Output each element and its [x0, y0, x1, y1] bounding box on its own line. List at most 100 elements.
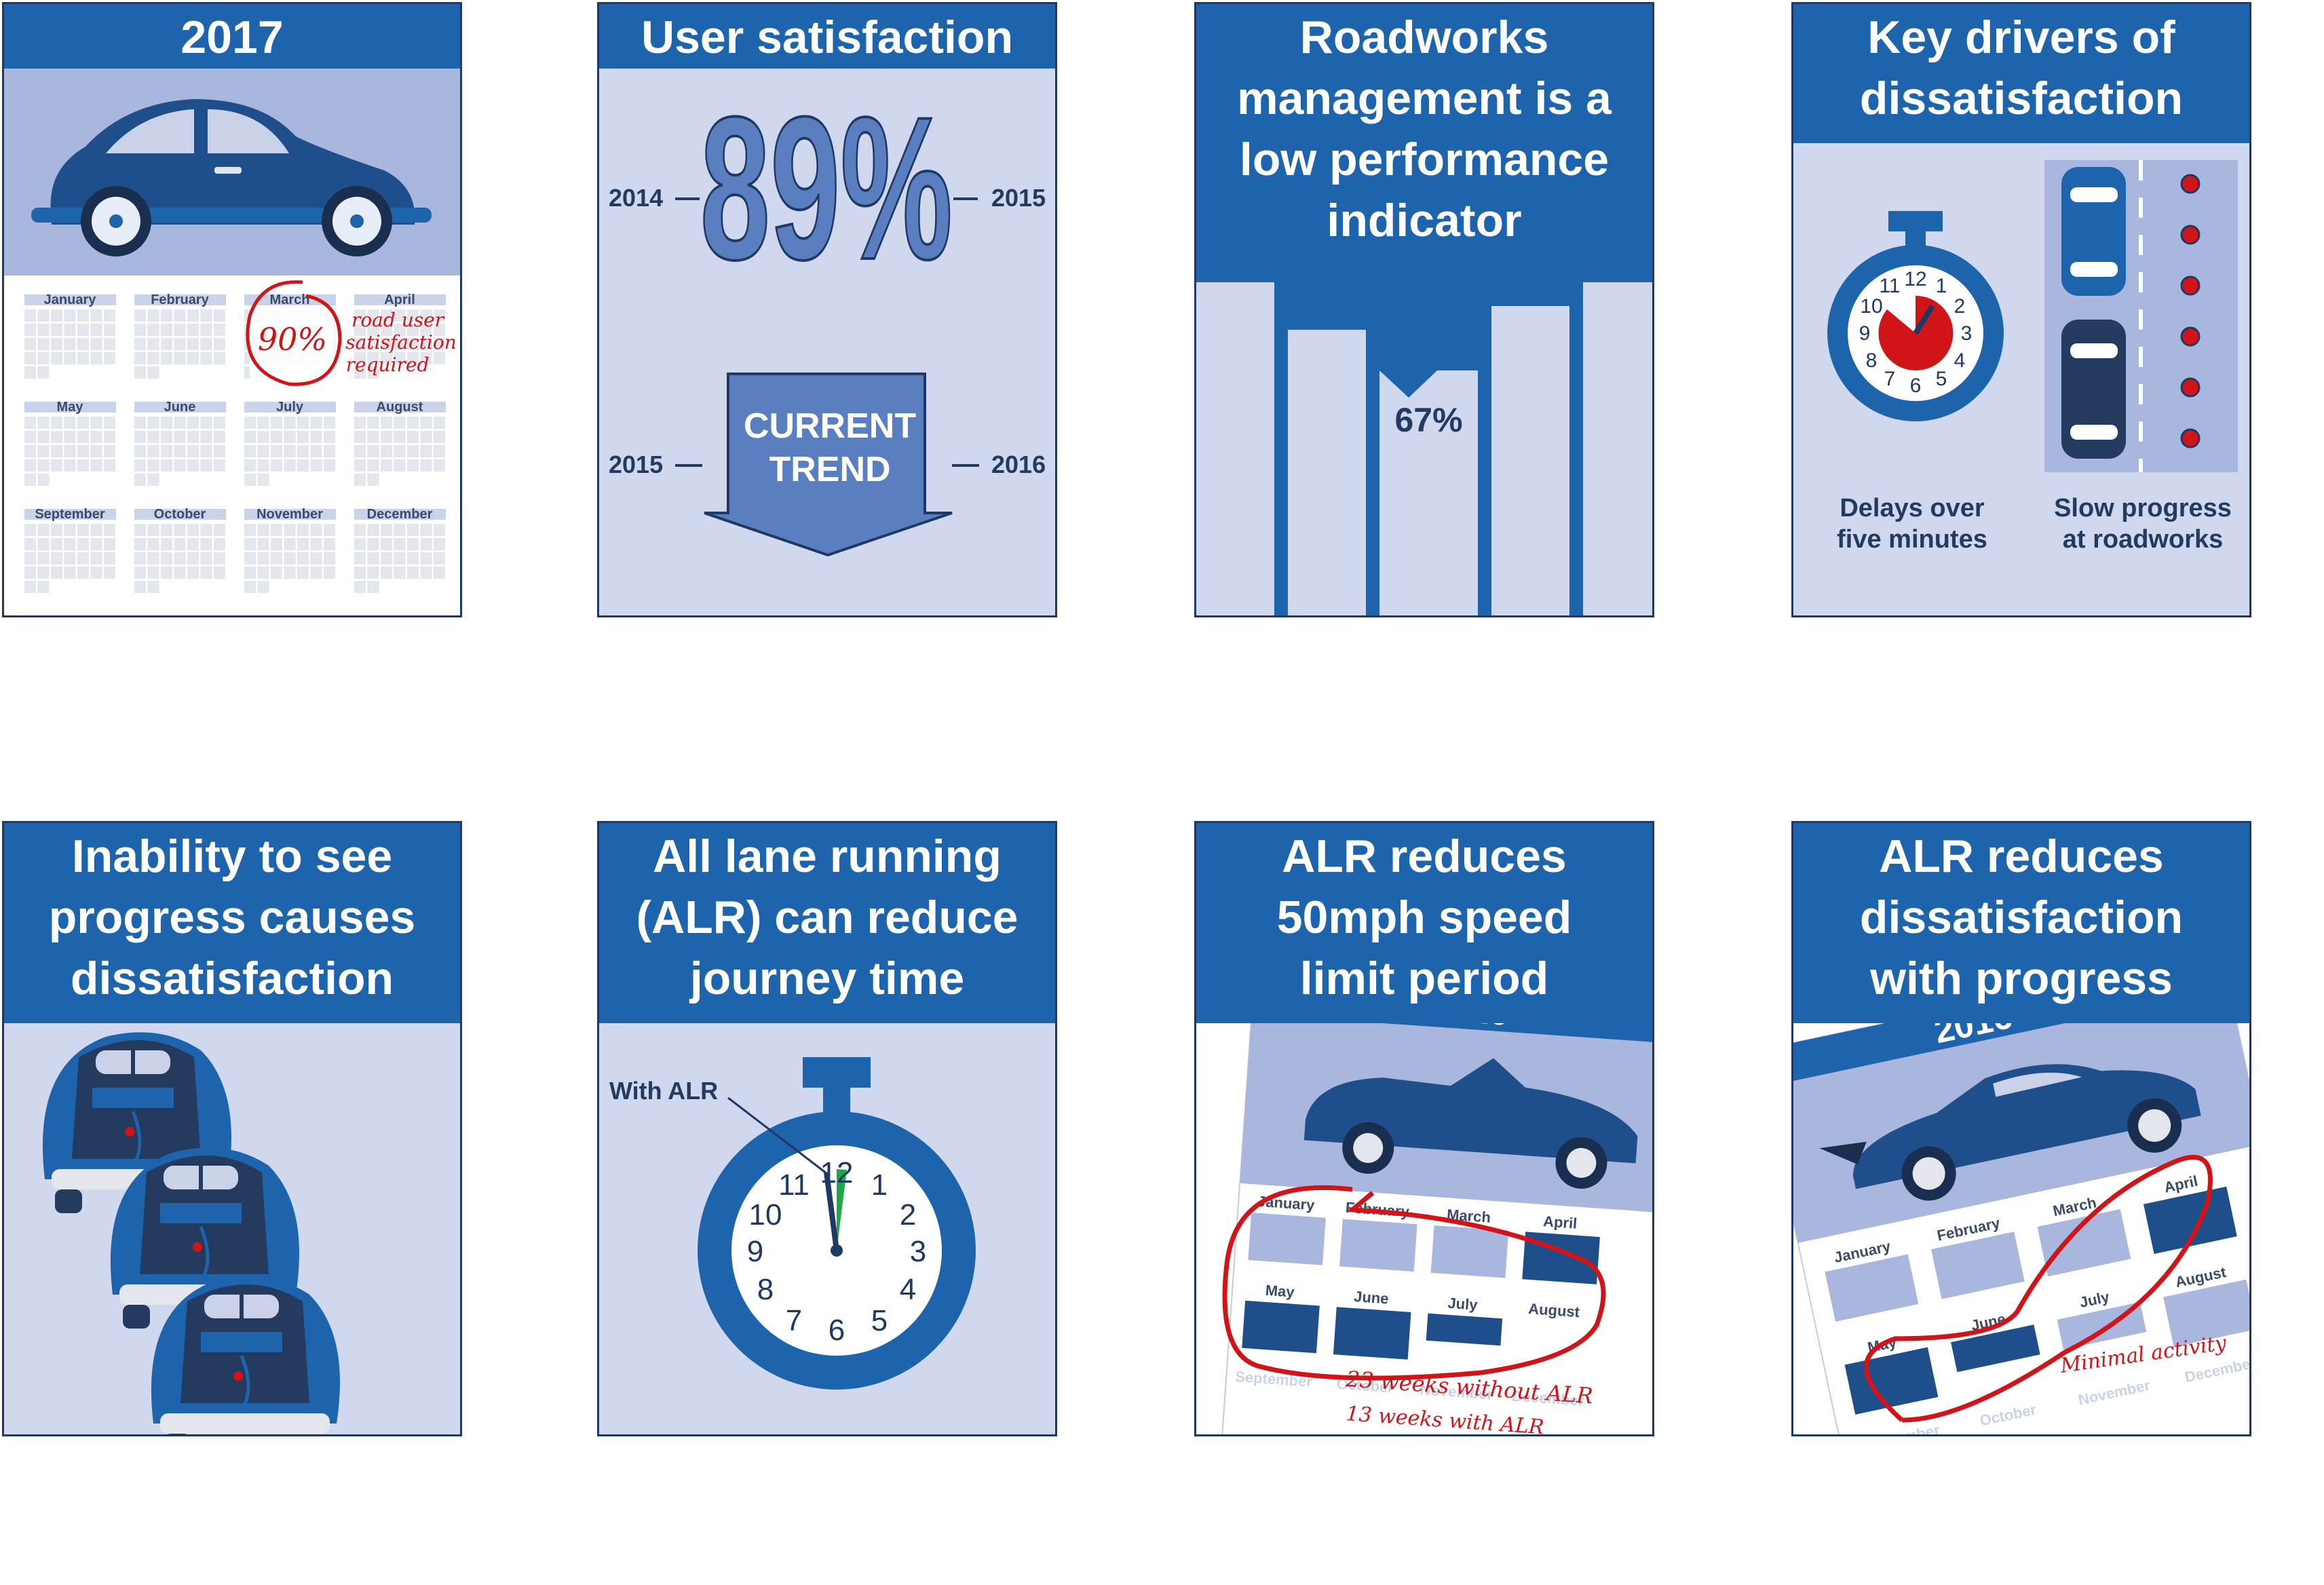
svg-text:June: June	[1353, 1288, 1389, 1307]
svg-text:July: July	[1447, 1295, 1479, 1314]
year-label: 2015	[609, 451, 664, 478]
calendar-day-cell	[284, 445, 296, 457]
calendar-day-cell	[24, 431, 36, 443]
calendar-day-cell	[381, 352, 392, 364]
calendar-day-cell	[104, 324, 115, 336]
calendar-day-cell	[187, 524, 199, 536]
calendar-day-cell	[381, 309, 392, 322]
calendar-day-cell	[200, 338, 212, 350]
month-label: August	[377, 400, 423, 415]
calendar-day-cell	[434, 309, 445, 322]
calendar-day-cell	[381, 431, 392, 443]
svg-text:10: 10	[749, 1198, 782, 1231]
calendar-day-cell	[434, 324, 445, 336]
svg-text:12: 12	[820, 1156, 854, 1189]
calendar-day-cell	[37, 581, 50, 593]
calendar-day-cell	[134, 366, 146, 379]
calendar-day-cell	[381, 459, 392, 472]
calendar-day-cell	[134, 474, 146, 486]
calendar-day-cell	[161, 309, 172, 322]
calendar-day-cell	[64, 431, 76, 443]
calendar-day-cell	[367, 459, 379, 472]
calendar-day-cell	[147, 309, 159, 322]
calendar-day-cell	[407, 459, 419, 472]
stopwatch-icon: 12 1 2 3 4 5 6 7 8 9 10 11	[687, 1047, 979, 1427]
card-key-drivers: Key drivers of dissatisfaction 12 1 2 3 …	[1791, 2, 2251, 617]
calendar-day-cell	[24, 552, 36, 565]
calendar-day-cell	[90, 417, 102, 429]
calendar-day-cell	[200, 538, 212, 550]
calendar-day-cell	[161, 417, 172, 429]
calendar-day-cell	[434, 352, 445, 364]
calendar-day-cell	[394, 445, 406, 457]
road-lanes-icon	[2044, 160, 2238, 472]
calendar-day-cell	[354, 581, 366, 593]
month-label: March	[270, 292, 310, 307]
calendar-day-cell	[244, 538, 256, 550]
calendar-day-cell	[244, 431, 256, 443]
calendar-day-cell	[214, 338, 225, 350]
month-label: April	[384, 292, 415, 307]
calendar-day-cell	[297, 417, 309, 429]
calendar-day-cell	[147, 366, 159, 379]
calendar-day-cell	[161, 567, 172, 579]
calendar-day-cell	[174, 459, 186, 472]
card-title: Inability to see progress causes dissati…	[4, 823, 460, 1023]
calendar-day-cell	[37, 366, 50, 379]
calendar-day-cell	[104, 309, 115, 322]
calendar-day-cell	[77, 431, 89, 443]
calendar-day-cell	[90, 445, 102, 457]
caption-delays: Delays over five minutes	[1837, 494, 1987, 554]
calendar-day-cell	[64, 567, 76, 579]
annotation-line: required	[346, 354, 430, 376]
calendar-day-cell	[161, 538, 172, 550]
calendar-day-cell	[407, 309, 419, 322]
calendar-day-cell	[77, 309, 89, 322]
calendar-day-cell	[147, 524, 159, 536]
calendar-day-cell	[394, 567, 406, 579]
calendar-day-cell	[434, 445, 445, 457]
calendar-day-cell	[394, 324, 406, 336]
calendar-day-cell	[51, 567, 62, 579]
calendar-day-cell	[394, 309, 406, 322]
calendar-day-cell	[407, 431, 419, 443]
calendar-day-cell	[324, 417, 335, 429]
card-title: ALR reduces dissatisfaction with progres…	[1793, 823, 2249, 1023]
calendar-day-cell	[420, 552, 432, 565]
annotation-line: road user	[351, 309, 445, 331]
calendar-day-cell	[434, 552, 445, 565]
calendar-day-cell	[354, 338, 366, 350]
calendar-day-cell	[394, 524, 406, 536]
calendar-day-cell	[420, 309, 432, 322]
calendar-day-cell	[37, 309, 50, 322]
calendar-day-cell	[174, 567, 186, 579]
calendar-day-cell	[381, 567, 392, 579]
card-alr-dissatisfaction: 2016 January February March April May Ju…	[1791, 821, 2251, 1436]
calendar-day-cell	[90, 352, 102, 364]
svg-text:8: 8	[1866, 349, 1878, 372]
calendar-day-cell	[104, 524, 115, 536]
calendar-day-cell	[297, 459, 309, 472]
calendar-day-cell	[367, 474, 379, 486]
calendar-day-cell	[51, 352, 62, 364]
calendar-day-cell	[310, 538, 322, 550]
calendar-day-cell	[134, 567, 146, 579]
svg-text:9: 9	[1859, 322, 1871, 345]
calendar-day-cell	[244, 567, 256, 579]
car-icon	[31, 99, 432, 256]
calendar-day-cell	[244, 445, 256, 457]
calendar-day-cell	[244, 417, 256, 429]
calendar-day-cell	[187, 431, 199, 443]
calendar-day-cell	[354, 459, 366, 472]
calendar-day-cell	[104, 445, 115, 457]
calendar-day-cell	[200, 324, 212, 336]
calendar-day-cell	[161, 324, 172, 336]
calendar-day-cell	[394, 459, 406, 472]
month-label: October	[154, 507, 206, 522]
calendar-day-cell	[297, 552, 309, 565]
year-dash	[675, 464, 702, 467]
calendar-day-cell	[161, 445, 172, 457]
calendar-day-cell	[214, 417, 225, 429]
calendar-day-cell	[90, 459, 102, 472]
calendar-day-cell	[420, 338, 432, 350]
